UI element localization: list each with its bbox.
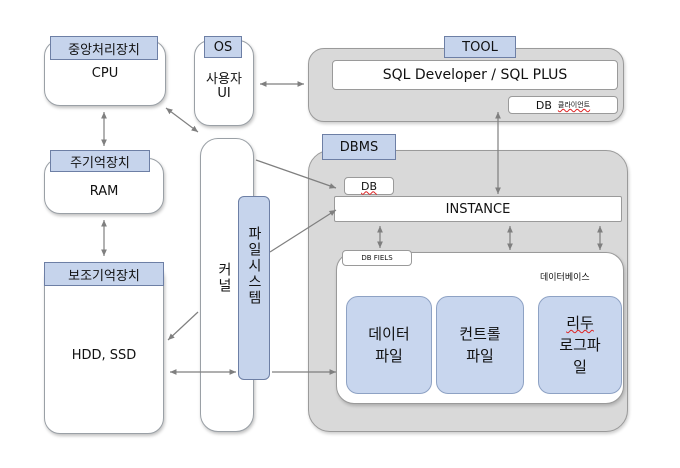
control-file-line2: 파일 — [466, 347, 494, 365]
os-tag: OS — [204, 36, 242, 58]
arrow-cpu-kernel — [165, 107, 199, 133]
tool-db-client-box: DB 클라이언트 — [508, 96, 618, 114]
kernel-label: 커널 — [216, 262, 232, 294]
dbms-tag: DBMS — [322, 134, 396, 160]
tool-sql-box: SQL Developer / SQL PLUS — [332, 60, 618, 90]
cpu-label: CPU — [91, 66, 119, 81]
dbms-db-label: DB — [360, 179, 378, 193]
database-title: 데이터베이스 — [540, 273, 590, 283]
arrow-fs-dbms — [269, 209, 337, 253]
control-file-box: 컨트롤 파일 — [436, 296, 524, 394]
data-file-line2: 파일 — [375, 347, 403, 365]
db-files-box: DB FIELS — [342, 250, 412, 266]
ram-tag: 주기억장치 — [50, 150, 150, 172]
storage-tag: 보조기억장치 — [44, 262, 164, 286]
data-file-box: 데이터 파일 — [346, 296, 432, 394]
os-label-line2: UI — [217, 86, 231, 101]
redo-log-line3: 일 — [573, 358, 587, 376]
redo-log-line1: 리두 — [566, 314, 594, 332]
os-label-line1: 사용자 — [206, 72, 242, 87]
ram-label: RAM — [89, 184, 119, 199]
redo-log-file-box: 리두 로그파 일 — [538, 296, 622, 394]
control-file-line1: 컨트롤 — [459, 325, 501, 343]
arrow-kernel-storage — [167, 311, 199, 341]
tool-tag: TOOL — [444, 36, 516, 58]
storage-label: HDD, SSD — [71, 348, 137, 363]
filesystem-label: 파일시스템 — [246, 226, 262, 306]
filesystem-box — [238, 196, 270, 380]
instance-box: INSTANCE — [334, 196, 622, 222]
storage-box — [44, 262, 164, 434]
cpu-tag: 중앙처리장치 — [50, 36, 158, 60]
tool-db-label: DB — [535, 98, 552, 112]
arrow-kernel-dbms — [255, 159, 337, 189]
data-file-line1: 데이터 — [368, 325, 410, 343]
tool-client-label: 클라이언트 — [557, 101, 591, 109]
redo-log-line2: 로그파 — [559, 336, 601, 354]
dbms-db-box: DB — [344, 177, 394, 195]
